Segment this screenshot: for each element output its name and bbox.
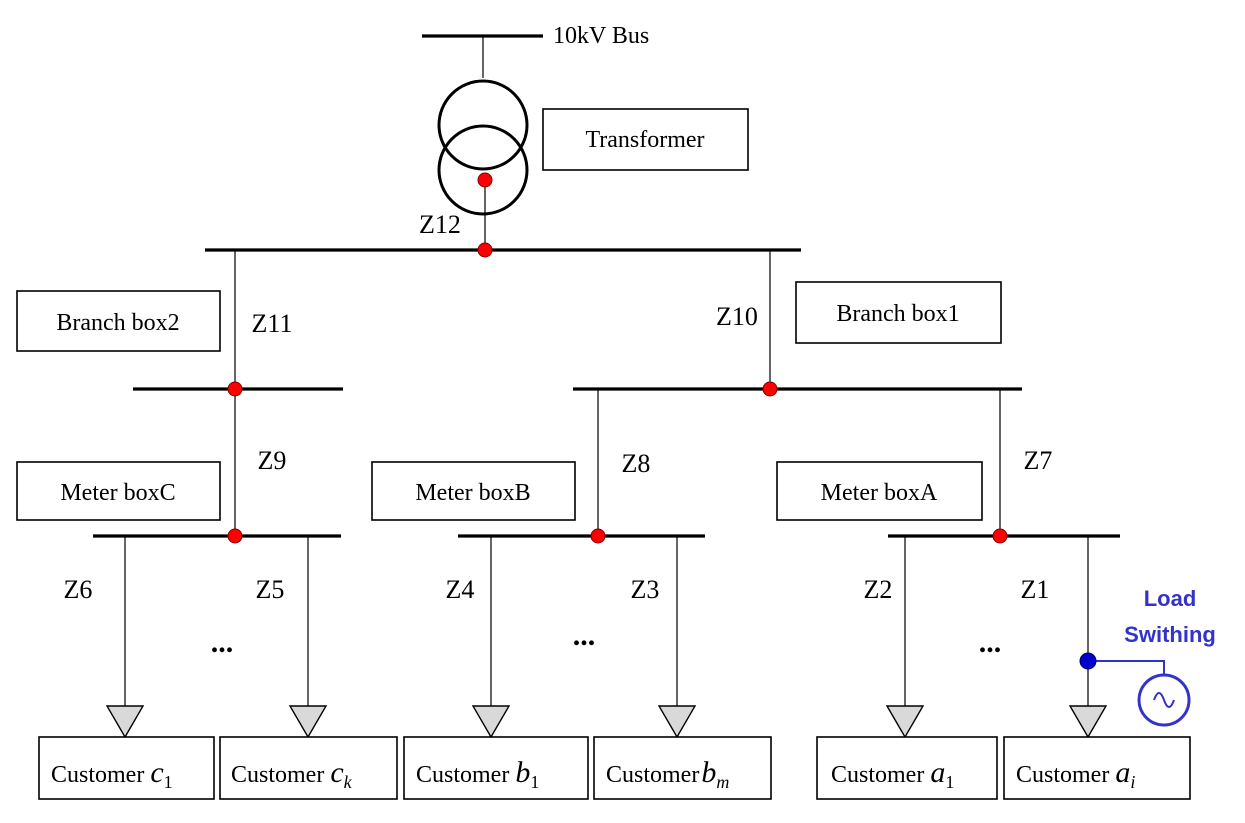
svg-text:Customer c1: Customer c1: [51, 756, 173, 792]
customer-sub: 1: [164, 772, 173, 792]
impedance-z6: Z6: [64, 575, 93, 604]
bus-label: 10kV Bus: [553, 23, 649, 49]
load-b1-icon: [471, 705, 511, 739]
feeder-ai: [1068, 536, 1108, 739]
ellipsis-c: ...: [211, 626, 234, 659]
feeder-c1: [105, 536, 145, 739]
customer-sub: 1: [945, 772, 954, 792]
customer-var: a: [1115, 756, 1130, 789]
node-branch-box2: [227, 381, 243, 397]
customer-word: Customer: [606, 762, 699, 788]
customer-sub: i: [1130, 772, 1135, 792]
impedance-z1: Z1: [1021, 575, 1050, 604]
load-bm-icon: [657, 705, 697, 739]
branch-box2-label: Branch box2: [56, 310, 179, 336]
load-switching-sine-icon: [1153, 692, 1175, 708]
meter-box-a: [776, 461, 983, 521]
transformer-label: Transformer: [585, 127, 704, 153]
impedance-z10: Z10: [716, 302, 758, 331]
customer-c1-box: Customer c1: [38, 736, 215, 800]
customer-word: Customer: [231, 762, 324, 788]
ellipsis-b: ...: [573, 619, 596, 652]
impedance-z7: Z7: [1024, 446, 1053, 475]
customer-a1-box: Customer a1: [816, 736, 998, 800]
branch-box1: [795, 281, 1002, 344]
load-ck-icon: [288, 705, 328, 739]
node-meter-box-a: [992, 528, 1008, 544]
load-c1-icon: [105, 705, 145, 739]
node-meter-box-c: [227, 528, 243, 544]
customer-word: Customer: [416, 762, 509, 788]
customer-sub: m: [716, 772, 729, 792]
node-transformer: [477, 172, 493, 188]
customer-var: b: [701, 756, 716, 789]
feeder-ck: [288, 536, 328, 739]
impedance-z9: Z9: [258, 446, 287, 475]
feeder-bm: [657, 536, 697, 739]
feeder-b1: [471, 536, 511, 739]
transformer-primary-winding: [437, 79, 529, 171]
customer-var: c: [150, 756, 163, 789]
meter-box-c-label: Meter boxC: [60, 480, 175, 506]
customer-ai-box: Customer ai: [1003, 736, 1191, 800]
svg-text:Customer b1: Customer b1: [416, 756, 539, 792]
load-a1-icon: [885, 705, 925, 739]
load-ai-icon: [1068, 705, 1108, 739]
node-load-switching: [1079, 652, 1097, 670]
node-main-bus: [477, 242, 493, 258]
customer-word: Customer: [831, 762, 924, 788]
impedance-z5: Z5: [256, 575, 285, 604]
customer-var: b: [515, 756, 530, 789]
customer-b1-box: Customer b1: [403, 736, 589, 800]
svg-text:Customerbm: Customerbm: [606, 756, 729, 792]
meter-box-a-label: Meter boxA: [821, 480, 938, 506]
svg-text:Customer ai: Customer ai: [1016, 756, 1135, 792]
branch-box1-label: Branch box1: [836, 301, 959, 327]
ellipsis-a: ...: [979, 626, 1002, 659]
branch-box2: [16, 290, 221, 352]
impedance-z2: Z2: [864, 575, 893, 604]
customer-var: c: [330, 756, 343, 789]
customer-sub: 1: [530, 772, 539, 792]
meter-box-b-label: Meter boxB: [415, 480, 530, 506]
impedance-z11: Z11: [252, 309, 293, 338]
feeder-a1: [885, 536, 925, 739]
load-switching-label-line2: Swithing: [1124, 622, 1216, 647]
customer-var: a: [930, 756, 945, 789]
load-switching-label-line1: Load: [1144, 586, 1197, 611]
impedance-z12: Z12: [419, 210, 461, 239]
impedance-z8: Z8: [622, 449, 651, 478]
impedance-z3: Z3: [631, 575, 660, 604]
meter-box-c: [16, 461, 221, 521]
impedance-z4: Z4: [446, 575, 475, 604]
meter-box-b: [371, 461, 576, 521]
node-branch-box1: [762, 381, 778, 397]
transformer-secondary-winding: [437, 124, 529, 216]
svg-text:Customer a1: Customer a1: [831, 756, 954, 792]
customer-bm-box: Customerbm: [593, 736, 772, 800]
node-meter-box-b: [590, 528, 606, 544]
customer-sub: k: [344, 772, 353, 792]
transformer-label-box: [542, 108, 749, 171]
customer-word: Customer: [1016, 762, 1109, 788]
load-switching-wire: [1088, 660, 1165, 675]
customer-word: Customer: [51, 762, 144, 788]
